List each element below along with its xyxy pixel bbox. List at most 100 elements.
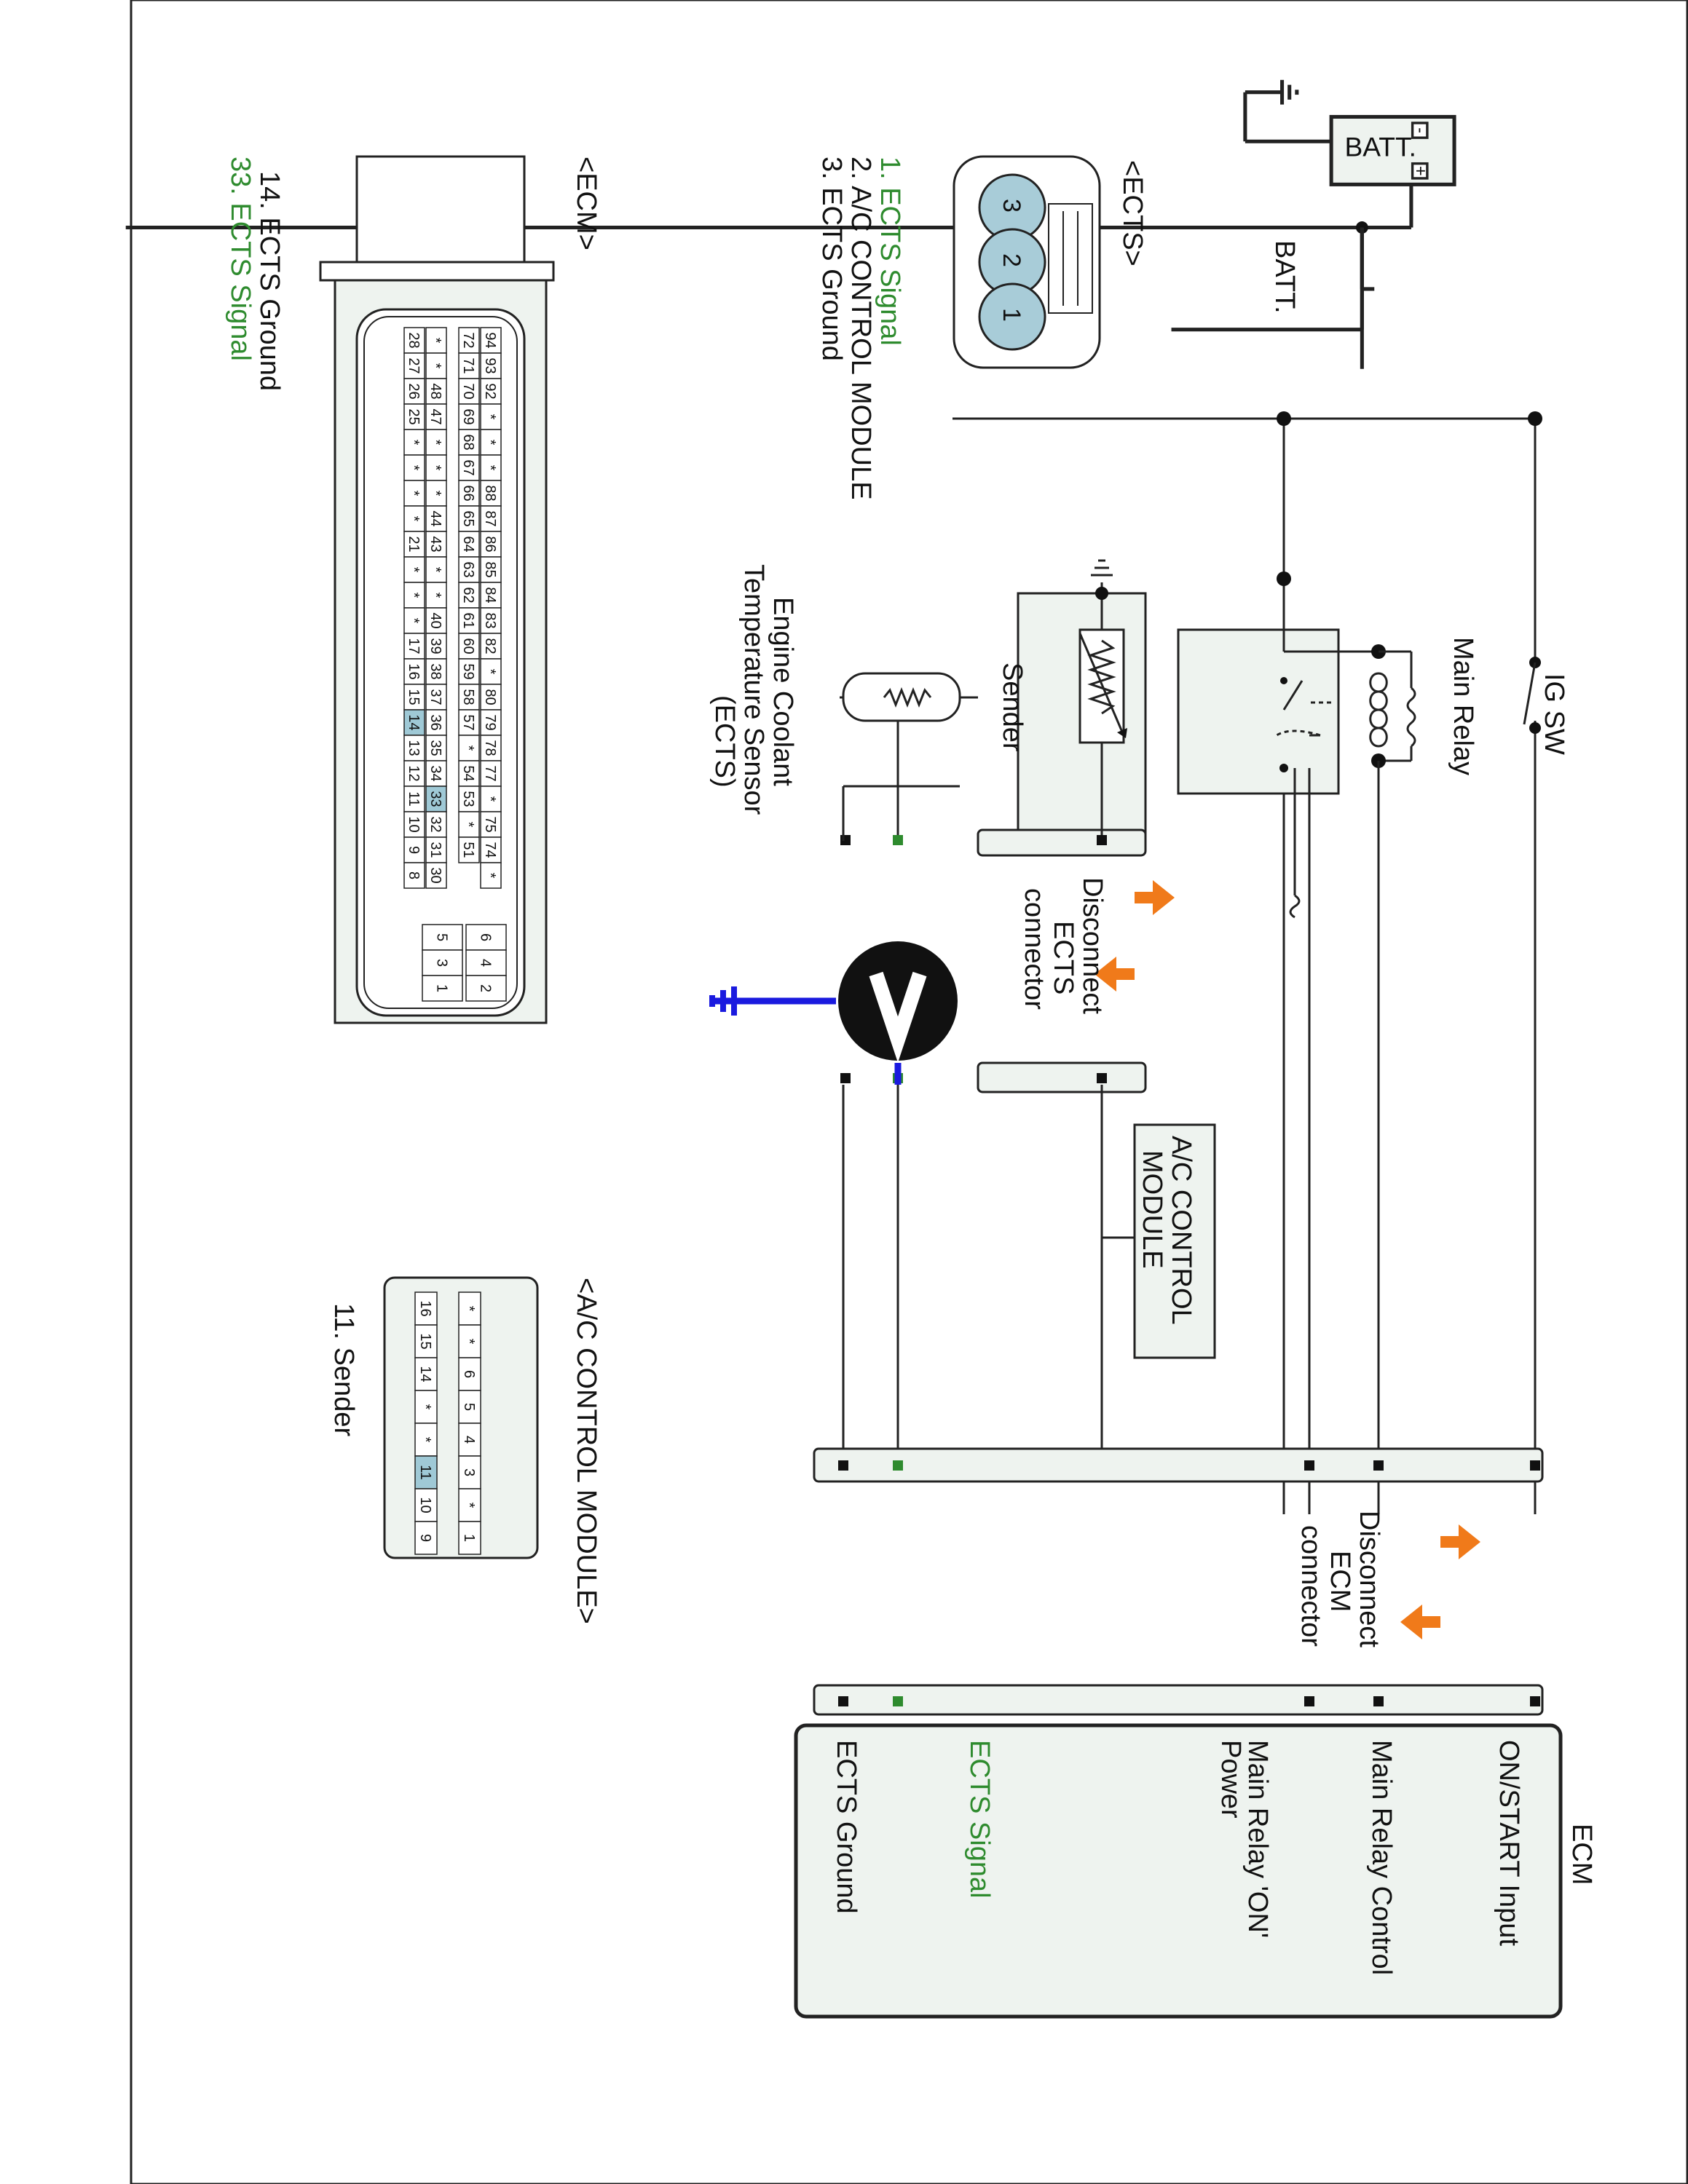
ecm-pin: * [406,465,422,471]
ac-pin: 11 [417,1465,433,1480]
page-border [130,0,1688,2184]
ecm-block [794,1723,1563,2019]
ecm-pin: 68 [460,434,476,450]
ecm-pin: * [427,465,443,471]
ecm-pin: 77 [482,765,498,781]
ecm-block-title: ECM [1566,1824,1597,1885]
ac-pin-cell [458,1324,481,1358]
ecm-pin-cell [458,403,480,430]
ecm-pin-cell [425,505,447,532]
ecm-pin-cell [403,556,425,583]
ecm-pin: 10 [406,816,422,832]
ecm-pin-cell [425,582,447,609]
ecm-pin: * [460,745,476,751]
ecm-pin: 70 [460,383,476,399]
sender-label: Sender [997,662,1028,752]
ac-pin-cell [458,1521,481,1555]
ecm-pin: 67 [460,459,476,475]
ac-pin: 10 [417,1497,433,1513]
ecm-pin-cell [480,582,502,609]
ecm-pin-cell [480,429,502,456]
ecm-pin-cell [425,633,447,660]
ac-pin: 1 [461,1534,477,1542]
ecm-pin-cell [458,429,480,456]
ecm-pin: * [427,363,443,369]
ecm-pin: * [406,516,422,522]
ects-pin-3: 3 [998,199,1025,213]
ecm-pin: 44 [427,510,443,526]
ecm-pin: 37 [427,689,443,705]
ac-pin: * [461,1339,477,1345]
ecm-pin-cell [458,556,480,583]
ecm-pin-cell [458,378,480,405]
ecm-pin-cell [458,505,480,532]
ecm-pin: 87 [482,510,498,526]
ecm-pin: 43 [427,536,443,552]
ecm-pin: 88 [482,485,498,501]
ecm-pin: 8 [406,871,422,879]
ecm-pin: * [482,873,498,879]
ecm-pin-cell [403,582,425,609]
ecm-pin: 15 [406,689,422,705]
ecm-pin: 28 [406,332,422,348]
main-relay-label: Main Relay [1448,637,1478,775]
ecm-pin: 79 [482,714,498,730]
ecm-pin: 25 [406,408,422,424]
ecm-pin-cell [458,352,480,379]
ecm-pin-cell [425,735,447,761]
ecm-pin-cell [458,836,480,863]
disconnect-ects-2: ECTS [1048,921,1078,994]
ecm-pin-label-3b: Power [1215,1740,1246,1819]
ecm-pin-cell [458,786,480,812]
ecm-pin-cell [458,709,480,736]
ecm-legend-1: 14. ECTS Ground [254,171,285,391]
ac-pin: * [461,1306,477,1312]
ac-pin-cell [458,1455,481,1489]
ecm-pin-cell [480,811,502,838]
ecm-pin-cell [425,480,447,507]
ecm-pin-cell [422,975,463,1002]
ecm-pin-cell [425,556,447,583]
ecm-pin-cell [458,760,480,787]
ecm-pin: * [482,796,498,802]
ecm-pin-cell [425,531,447,558]
ecm-pin: * [406,491,422,496]
ac-pin: * [417,1437,433,1443]
ecm-pin-cell [480,786,502,812]
ecm-pin: 64 [460,536,476,552]
ecm-pin-cell [403,786,425,812]
ac-pin: 9 [417,1534,433,1542]
ecm-pin: 74 [482,842,498,858]
ac-legend-1: 11. Sender [328,1303,359,1436]
ecm-pin: 69 [460,408,476,424]
ecm-pin-cell [403,735,425,761]
ecm-pin: 36 [427,714,443,730]
ecm-pin: 33 [427,791,443,807]
ecm-pin: 11 [406,791,422,807]
ecm-pin: 80 [482,689,498,705]
ac-pin-cell [458,1357,481,1391]
ecm-pin: 58 [460,689,476,705]
ecm-block-strip [813,1684,1544,1716]
ecm-pin: * [427,440,443,446]
ecm-pin: 61 [460,612,476,628]
battery-plus-sign: + [1411,166,1429,176]
ecm-pin-cell [458,633,480,660]
ects-sensor-label-1: Engine Coolant [768,597,798,786]
ecm-pin: * [482,440,498,446]
disconnect-ecm-2: ECM [1325,1551,1355,1612]
ects-connector-strip [977,828,1147,857]
ecm-pin: 26 [406,383,422,399]
disconnect-ects-3: connector [1019,888,1049,1010]
ecm-pin: 60 [460,638,476,654]
ecm-pin-label-4: ECTS Signal [964,1740,995,1899]
ecm-pin: 6 [478,933,494,941]
ecm-pin: 5 [434,933,450,941]
ecm-pin: 86 [482,536,498,552]
ac-pin: 14 [417,1366,433,1382]
ecm-pin: 31 [427,842,443,858]
ac-module-label-1: A/C CONTROL [1166,1136,1196,1325]
ecm-pin-label-2: Main Relay Control [1366,1740,1397,1975]
ecm-pin: 47 [427,408,443,424]
